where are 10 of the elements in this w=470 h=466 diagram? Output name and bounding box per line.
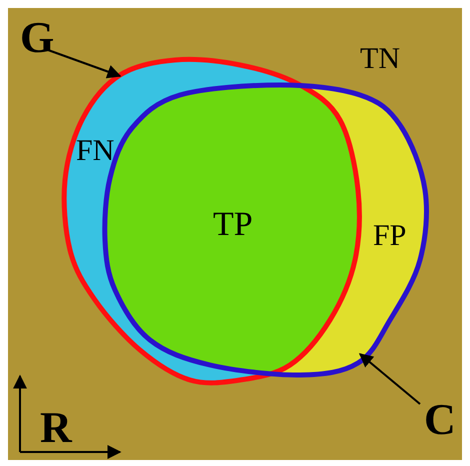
contour-outline <box>62 57 362 386</box>
region-label: TP <box>213 208 253 242</box>
contour-letter: G <box>20 16 54 60</box>
leader-line <box>358 353 421 405</box>
contour-letter: C <box>424 398 456 442</box>
region-label: FN <box>76 136 114 166</box>
region-label: FP <box>373 221 406 251</box>
region-label: TN <box>360 44 400 74</box>
leader-line <box>48 49 122 78</box>
frame-letter: R <box>40 406 72 450</box>
